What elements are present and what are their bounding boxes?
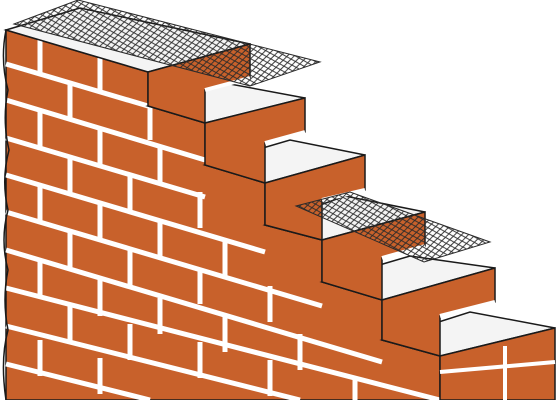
mesh-strip-lower xyxy=(294,191,492,263)
wall-broken-edge xyxy=(2,29,10,400)
mesh-reinforcement xyxy=(12,0,492,263)
mesh-strip-upper xyxy=(12,0,322,87)
mortar-head-joints xyxy=(37,40,358,400)
side-face-6 xyxy=(439,327,556,400)
step-side-faces xyxy=(147,43,556,400)
